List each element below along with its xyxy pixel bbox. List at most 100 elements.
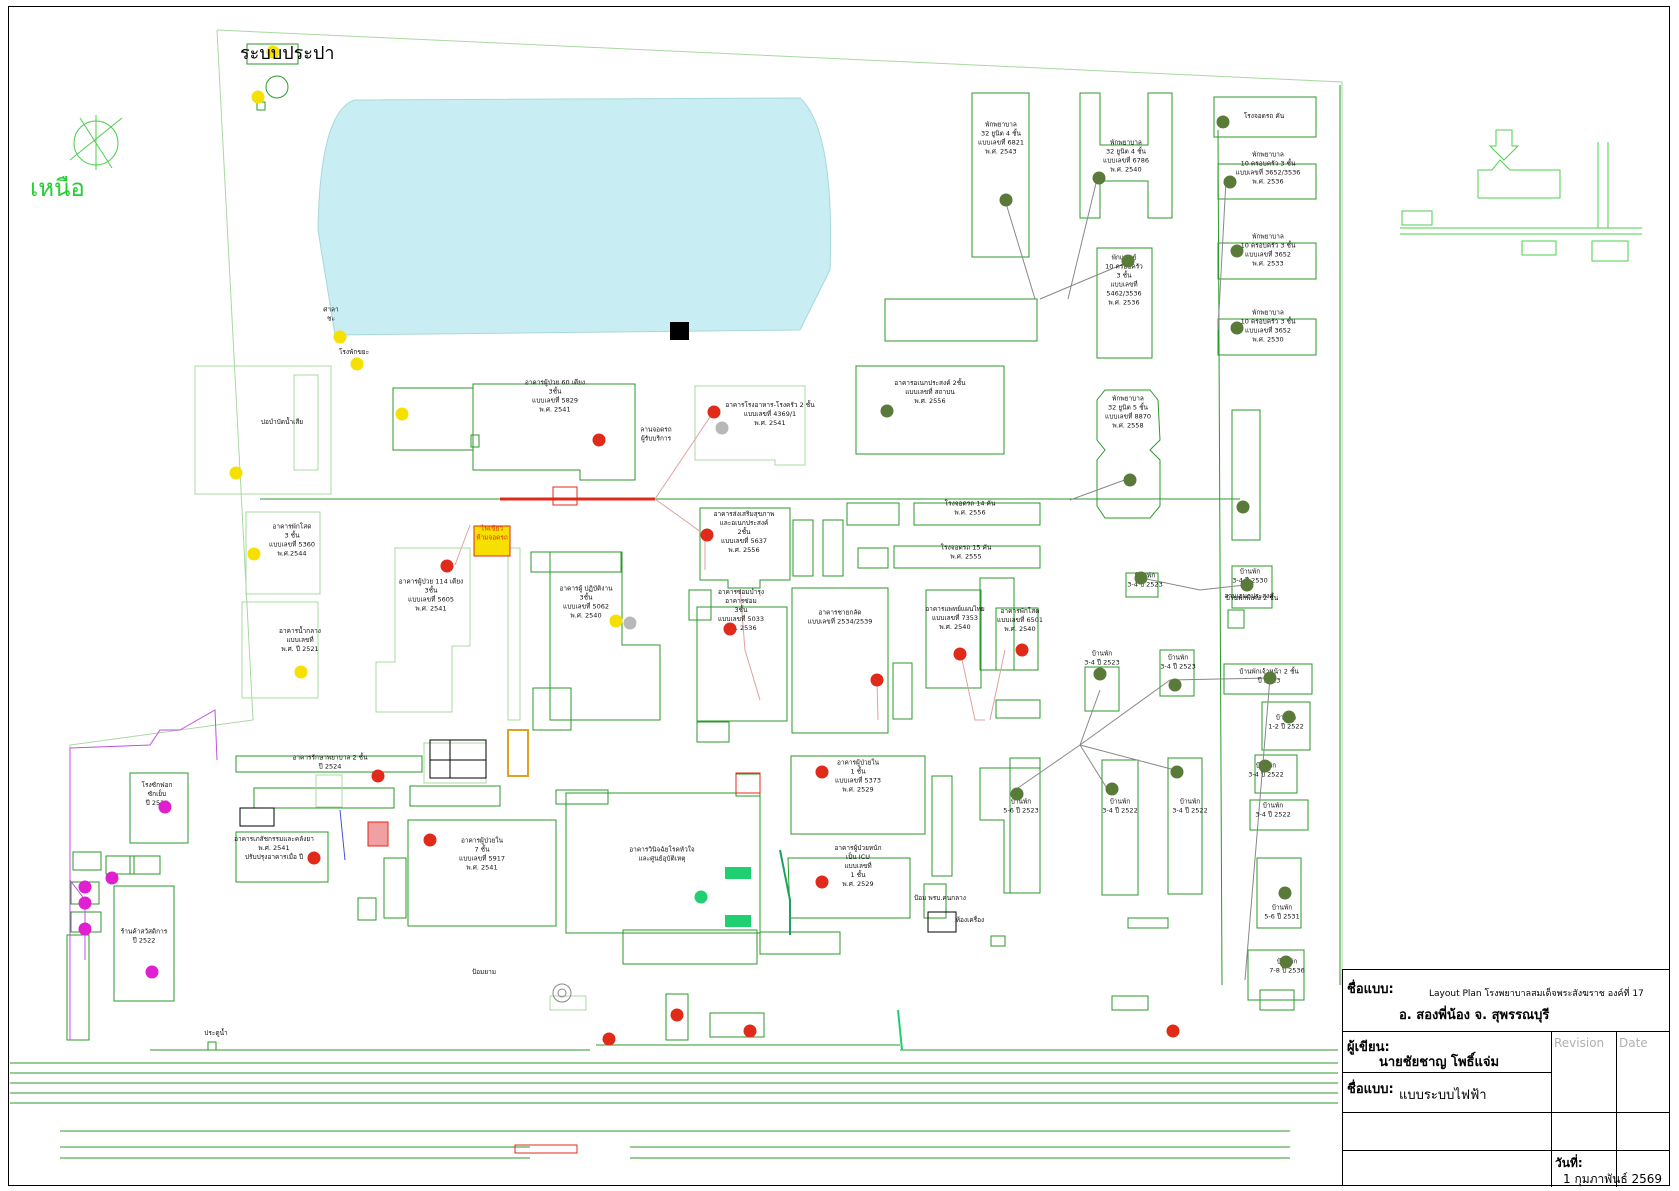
north-label: เหนือ (30, 174, 85, 202)
feeder-lines (69, 174, 1271, 1051)
green-room-1 (725, 867, 751, 879)
panel-marker-dot (1134, 571, 1148, 585)
panel-marker-dot (723, 622, 737, 636)
col-divider-2 (1616, 1032, 1617, 1187)
panel-marker-dot (707, 405, 721, 419)
roads (10, 85, 1341, 1159)
panel-marker-dot (1093, 667, 1107, 681)
panel-marker-dot (715, 421, 729, 435)
title-row-sheet: ชื่อแบบ: แบบระบบไฟฟ้า (1343, 1073, 1669, 1113)
green-room-2 (725, 915, 751, 927)
panel-marker-dot (266, 45, 280, 59)
panel-marker-dot (1230, 321, 1244, 335)
panel-marker-dot (294, 665, 308, 679)
date-label: วันที่: (1555, 1156, 1583, 1170)
panel-marker-dot (694, 890, 708, 904)
panel-marker-dot (395, 407, 409, 421)
mdb-room (735, 772, 761, 794)
panel-marker-dot (609, 614, 623, 628)
panel-marker-dot (880, 404, 894, 418)
water-system-title: ระบบประปา (240, 43, 335, 64)
panel-markers (78, 45, 1296, 1046)
panel-marker-dot (371, 769, 385, 783)
panel-marker-dot (1166, 1024, 1180, 1038)
label-b-garage15: โรงจอดรถ 15 คันพ.ศ. 2555 (941, 544, 992, 561)
col-divider-1 (1551, 1032, 1552, 1187)
water-tower-icon (265, 75, 289, 99)
label-b-lab: อาคารชายกลัดแบบเลขที่ 2534/2539 (808, 609, 873, 626)
panel-marker-dot (623, 616, 637, 630)
sheet-name-label: ชื่อแบบ: (1347, 1082, 1394, 1097)
label-b-water-label: ประตูน้ำ (204, 1028, 228, 1037)
project-line-1: Layout Plan โรงพยาบาลสมเด็จพระสังฆราช อง… (1429, 989, 1644, 999)
drawn-by-name: นายชัยชาญ โพธิ์แจ่ม (1379, 1055, 1500, 1070)
title-block: ชื่อแบบ: Layout Plan โรงพยาบาลสมเด็จพระส… (1342, 969, 1670, 1187)
design-name-label: ชื่อแบบ: (1347, 982, 1394, 997)
floor-plan-sketch (239, 739, 957, 933)
pump-house (670, 322, 689, 340)
title-row-project: ชื่อแบบ: Layout Plan โรงพยาบาลสมเด็จพระส… (1343, 970, 1669, 1032)
panel-marker-dot (247, 547, 261, 561)
pond (317, 97, 832, 336)
label-b-ctr: ลานเอนกประสงค์ (1224, 592, 1273, 600)
panel-marker-dot (1121, 254, 1135, 268)
light-parcels (194, 365, 806, 1011)
label-b-salaya: ศาลาชะ (323, 306, 339, 323)
label-b-waste: บ่อบำบัดน้ำเสีย (261, 417, 303, 426)
panel-marker-dot (1216, 115, 1230, 129)
panel-marker-dot (145, 965, 159, 979)
panel-marker-dot (953, 647, 967, 661)
panel-marker-dot (700, 528, 714, 542)
transformer (552, 486, 578, 506)
panel-marker-dot (1263, 671, 1277, 685)
panel-marker-dot (251, 90, 265, 104)
panel-marker-dot (815, 875, 829, 889)
drawn-by-label: ผู้เขียน: (1347, 1040, 1390, 1055)
panel-marker-dot (440, 559, 454, 573)
panel-marker-dot (1223, 175, 1237, 189)
panel-marker-dot (1236, 500, 1250, 514)
date-col-label: Date (1619, 1036, 1648, 1050)
panel-marker-dot (743, 1024, 757, 1038)
key-plan (1400, 129, 1642, 262)
panel-marker-dot (1278, 886, 1292, 900)
label-b-pump: ห้องเครื่อง (956, 915, 985, 924)
panel-marker-dot (229, 466, 243, 480)
label-b-gate2: อาคารรักษาพยาบาล 2 ชั้นปี 2524 (292, 753, 368, 771)
panel-marker-dot (78, 896, 92, 910)
revision-col-label: Revision (1554, 1036, 1605, 1050)
panel-marker-dot (1015, 643, 1029, 657)
panel-marker-dot (1170, 765, 1184, 779)
title-row-blank (1343, 1113, 1669, 1151)
panel-marker-dot (1230, 244, 1244, 258)
panel-marker-dot (333, 330, 347, 344)
panel-marker-dot (1240, 578, 1254, 592)
panel-marker-dot (105, 871, 119, 885)
panel-marker-dot (602, 1032, 616, 1046)
label-b-jatmai: โรงพักขยะ (339, 348, 369, 356)
panel-marker-dot (1010, 787, 1024, 801)
date-value: 1 กุมภาพันธ์ 2569 (1563, 1172, 1663, 1186)
label-b-gate: ป้อม พรบ.คนกลาง (914, 894, 966, 902)
panel-marker-dot (1282, 710, 1296, 724)
label-b-ps: ป้อมยาม (472, 968, 496, 976)
panel-marker-dot (350, 357, 364, 371)
fountain-icon-inner (557, 988, 567, 998)
